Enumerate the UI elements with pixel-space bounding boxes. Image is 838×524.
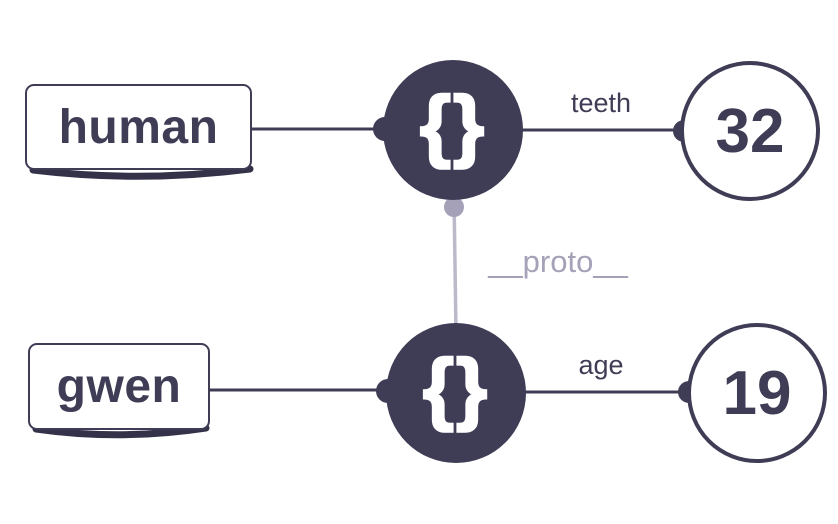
proto-edge-dot xyxy=(444,197,464,217)
property-label-teeth: teeth xyxy=(570,88,632,118)
value-node-teeth: 32 xyxy=(680,61,820,201)
braces-icon: {} xyxy=(419,80,487,169)
value-node-age: 19 xyxy=(687,323,827,463)
object-node-gwen: {} xyxy=(386,323,526,463)
variable-box-gwen: gwen xyxy=(28,343,210,430)
proto-label: __proto__ xyxy=(488,244,628,279)
human-box-shadow xyxy=(29,165,254,180)
proto-edge xyxy=(452,197,458,333)
value-label-teeth: 32 xyxy=(715,96,785,166)
value-label-age: 19 xyxy=(722,358,792,428)
variable-label-human: human xyxy=(58,100,219,154)
object-node-human: {} xyxy=(383,60,523,200)
gwen-box-shadow xyxy=(32,424,210,439)
property-label-age: age xyxy=(578,350,624,380)
variable-box-human: human xyxy=(25,84,252,170)
variable-label-gwen: gwen xyxy=(56,360,182,413)
braces-icon: {} xyxy=(422,343,490,432)
